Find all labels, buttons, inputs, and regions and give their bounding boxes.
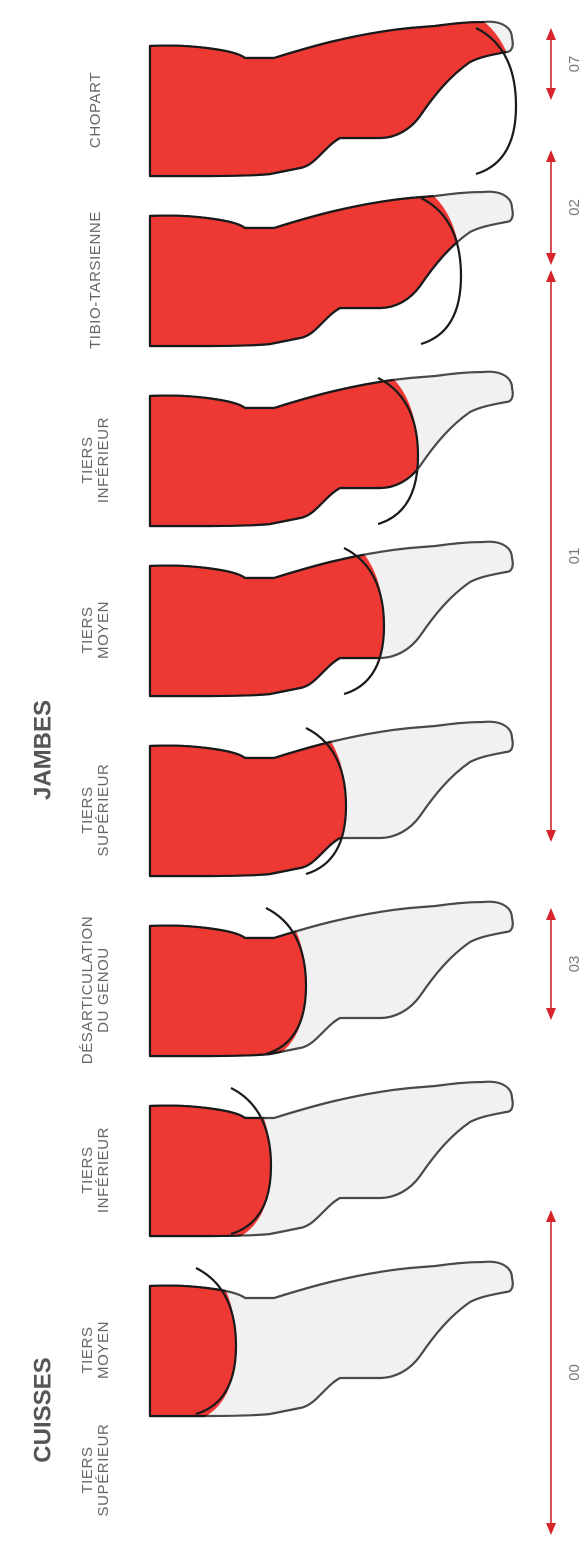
tiers-inferieur-jambe-label-line: TIERS — [79, 436, 96, 483]
tibio-tarsienne-leg-figure — [150, 192, 513, 346]
desarticulation-genou-label-line: DU GENOU — [95, 947, 112, 1033]
tiers-inferieur-cuisse-label-line: INFÉRIEUR — [95, 1127, 112, 1213]
arrow-head-top — [546, 270, 556, 282]
chopart-leg-figure — [150, 22, 516, 176]
tiers-inferieur-jambe-label-line: INFÉRIEUR — [95, 417, 112, 503]
tiers-superieur-cuisse-label-line: SUPÉRIEUR — [95, 1424, 112, 1517]
tiers-superieur-cuisse-label-line: TIERS — [79, 1446, 96, 1493]
tiers-moyen-jambe-label-line: MOYEN — [95, 601, 112, 659]
tiers-moyen-cuisse-label-line: MOYEN — [95, 1321, 112, 1379]
range-arrow-01: 01 — [546, 270, 583, 842]
arrow-head-top — [546, 150, 556, 162]
range-code: 07 — [566, 56, 583, 73]
arrow-head-bottom — [546, 830, 556, 842]
range-code: 01 — [566, 548, 583, 565]
legs-heading: JAMBES — [29, 700, 56, 800]
desarticulation-genou-label-line: DÉSARTICULATION — [79, 916, 96, 1064]
range-code: 03 — [566, 956, 583, 973]
tiers-moyen-cuisse-label-line: TIERS — [79, 1326, 96, 1373]
tiers-superieur-jambe-leg-figure — [150, 722, 513, 876]
tiers-superieur-jambe-label-line: TIERS — [79, 786, 96, 833]
range-code: 00 — [566, 1364, 583, 1381]
tiers-superieur-jambe-label-line: SUPÉRIEUR — [95, 764, 112, 857]
tibio-tarsienne-label-line: TIBIO-TARSIENNE — [87, 211, 104, 349]
desarticulation-genou-leg-figure — [150, 902, 513, 1056]
thighs-heading: CUISSES — [29, 1357, 56, 1462]
arrow-head-bottom — [546, 253, 556, 265]
arrow-head-top — [546, 908, 556, 920]
tiers-moyen-jambe-label-line: TIERS — [79, 606, 96, 653]
arrow-head-bottom — [546, 88, 556, 100]
tiers-inferieur-cuisse-label-line: TIERS — [79, 1146, 96, 1193]
tiers-inferieur-cuisse-leg-figure — [150, 1082, 513, 1236]
arrow-head-bottom — [546, 1523, 556, 1535]
range-arrow-07: 07 — [546, 28, 583, 100]
arrow-head-top — [546, 28, 556, 40]
arrow-head-top — [546, 1210, 556, 1222]
range-arrow-00: 00 — [546, 1210, 583, 1535]
tiers-moyen-jambe-leg-figure — [150, 542, 513, 696]
tiers-inferieur-jambe-leg-figure — [150, 372, 513, 526]
tiers-moyen-cuisse-leg-figure — [150, 1262, 513, 1416]
amputated-segment — [150, 22, 513, 176]
chopart-label-line: CHOPART — [87, 72, 104, 148]
range-code: 02 — [566, 199, 583, 216]
range-arrow-03: 03 — [546, 908, 583, 1020]
arrow-head-bottom — [546, 1008, 556, 1020]
range-arrow-02: 02 — [546, 150, 583, 265]
